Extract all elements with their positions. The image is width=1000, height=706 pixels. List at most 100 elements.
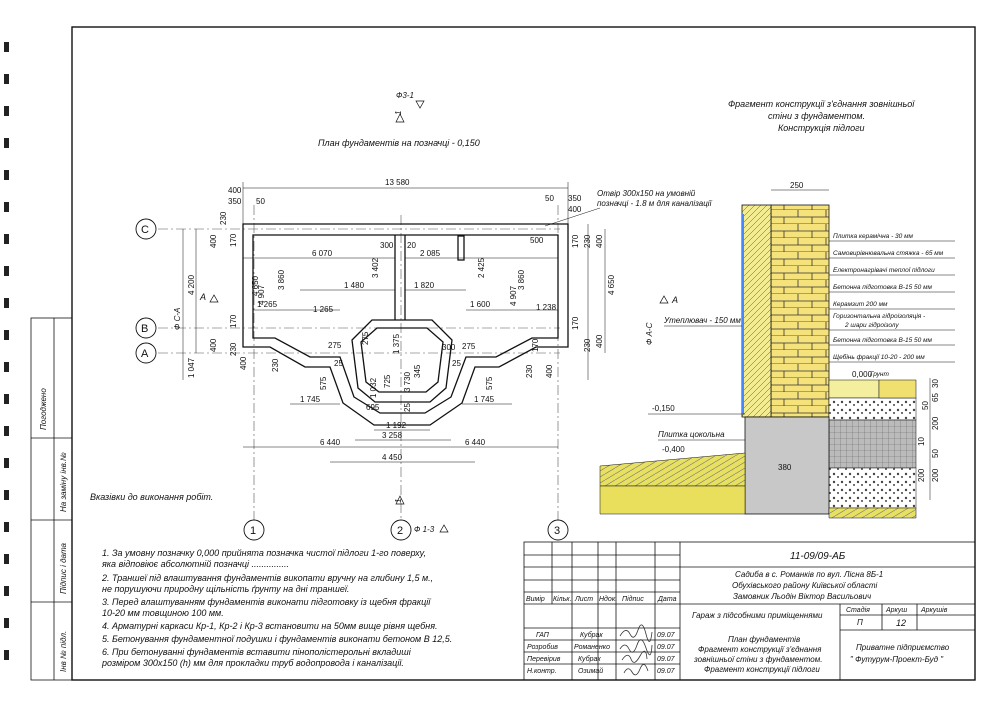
dim-230-l3: 230 [271,358,280,372]
col-header-qty: Кільк. [553,595,572,603]
role-gap-date: 09.07 [657,632,676,639]
dim-total-width: 13 580 [385,178,410,187]
dim-400-r1: 400 [595,234,604,248]
triangle-left-icon [209,294,219,303]
detail-dim-65: 65 [931,393,940,402]
layer-screed: Самовирівнювальна стяжка - 65 мм [833,249,944,257]
dim-230-r1: 230 [583,234,592,248]
detail-dim-50-b: 50 [931,449,940,458]
company-line-2: " Футурум-Проект-Буд " [850,655,944,664]
detail-dim-50-a: 50 [921,401,930,410]
col-header-date: Дата [657,596,677,603]
project-code: 11-09/09-АБ [790,551,846,562]
dim-170-r2: 170 [531,338,540,352]
marker-bottom: 1 [394,499,403,503]
detail-dim-380: 380 [778,463,792,472]
dim-2425: 2 425 [477,257,486,278]
note-line-5: 3. Перед влаштуванням фундаментів викона… [102,597,431,607]
stamp-inv-original: Інв № підл. [59,631,68,672]
object-line-2: Обухівського району Київської області [732,581,877,590]
sheet-title-1: План фундаментів [728,635,800,644]
opening-note-1: Отвір 300х150 на умовній [597,189,696,198]
layer-tile: Плитка керамічна - 30 мм [833,232,914,240]
side-stamp [30,317,73,681]
stamp-signature-date: Підпис і дата [59,542,68,594]
role-checker-date: 09.07 [657,656,676,663]
dim-300-a: 300 [380,241,394,250]
role-normcontrol-date: 09.07 [657,668,676,675]
dim-350-top: 350 [228,197,242,206]
axis-label-b: B [141,323,148,335]
dim-4650-b: 4 650 [251,275,260,296]
triangle-up-icon [395,113,405,123]
note-line-9: 6. При бетонуванні фундаментів вставити … [102,647,412,657]
dim-350-right: 350 [568,194,582,203]
note-line-3: 2. Траншеї під влаштування фундаментів в… [101,573,433,583]
company-line-1: Приватне підприємство [856,643,950,652]
building-name: Гараж з підсобними приміщеннями [692,611,823,620]
marker-right: А [671,295,678,305]
section-mark-left: Ф С-А [173,308,182,330]
plan-dimension-texts: 13 580 400 350 50 50 350 400 6 070 2 085… [228,178,582,462]
marker-top: 1 [394,111,403,115]
note-line-8: 5. Бетонування фундаментної подушки і фу… [102,634,452,644]
dim-50-right: 50 [545,194,554,203]
dim-1745-b: 1 745 [474,395,495,404]
detail-dim-30: 30 [931,379,940,388]
object-line-3: Замовник Льодін Віктор Васильович [733,592,871,601]
plan-title-group: Ф3-1 1 План фундаментів на позначці - 0,… [318,91,480,148]
note-line-4: не порушуючи природну щільність ґрунту н… [102,584,349,594]
triangle-bottom-icon [439,524,449,533]
dim-3860-b: 3 860 [517,269,526,290]
dim-1745-a: 1 745 [300,395,321,404]
dim-1375: 1 375 [392,333,401,354]
sheet-title-4: Фрагмент конструкції підлоги [704,665,820,674]
detail-dim-250: 250 [790,181,804,190]
role-checker: Перевірив [527,655,561,663]
dim-275-a: 275 [328,341,342,350]
detail-title-2: стіни з фундаментом. [768,111,865,121]
dimension-lines [182,182,606,463]
dim-170-l1: 170 [229,233,238,247]
col-header-sheet: Лист [574,596,593,603]
dim-1047: 1 047 [187,357,196,378]
role-normcontrol-name: Озимай [578,667,603,675]
triangle-bottom2-icon [395,495,405,505]
dim-230-r2: 230 [525,364,534,378]
dim-25-c: 25 [403,403,412,412]
role-normcontrol: Н.контр. [527,668,557,675]
dim-6440-b: 6 440 [465,438,486,447]
dim-345: 345 [413,364,422,378]
level-minus-0150: -0,150 [652,404,675,413]
col-header-signature: Підпис [622,595,644,603]
plinth-label: Плитка цокольна [658,430,725,439]
note-line-7: 4. Арматурні каркаси Кр-1, Кр-2 і Кр-3 в… [102,621,438,631]
stamp-replacement: На заміну інв.№ [59,452,68,512]
dim-1265-a: 1 265 [257,300,278,309]
title-block-grid [523,541,976,681]
dim-1820: 1 820 [414,281,435,290]
marker-left: А [199,292,206,302]
detail-dim-200-c: 200 [917,468,926,482]
role-gap: ГАП [536,632,550,639]
dim-4650-a: 4 650 [607,274,616,295]
dim-170-r1: 170 [571,234,580,248]
sheet-title-2: Фрагмент конструкції з'єднання [698,645,822,654]
dim-275-c: 275 [361,331,370,345]
layer-soil: Грунт [870,371,889,378]
binding-holes [4,42,9,660]
dim-1265-b: 1 265 [313,305,334,314]
dim-695: 695 [366,403,380,412]
dim-170-r3: 170 [571,316,580,330]
dim-4200: 4 200 [187,274,196,295]
axis-label-a: A [141,348,149,360]
dim-400-right: 400 [568,205,582,214]
role-author: Розробив [527,643,558,651]
insulation-label: Утеплювач - 150 мм [663,316,741,325]
dim-2085: 2 085 [420,249,441,258]
layer-concrete-1: Бетонна підготовка В-15 50 мм [833,283,933,291]
opening-note-2: позначці - 1.8 м для каналізації [597,199,713,208]
dim-1032: 1 032 [369,377,378,398]
dim-4907-b: 4 907 [509,285,518,306]
